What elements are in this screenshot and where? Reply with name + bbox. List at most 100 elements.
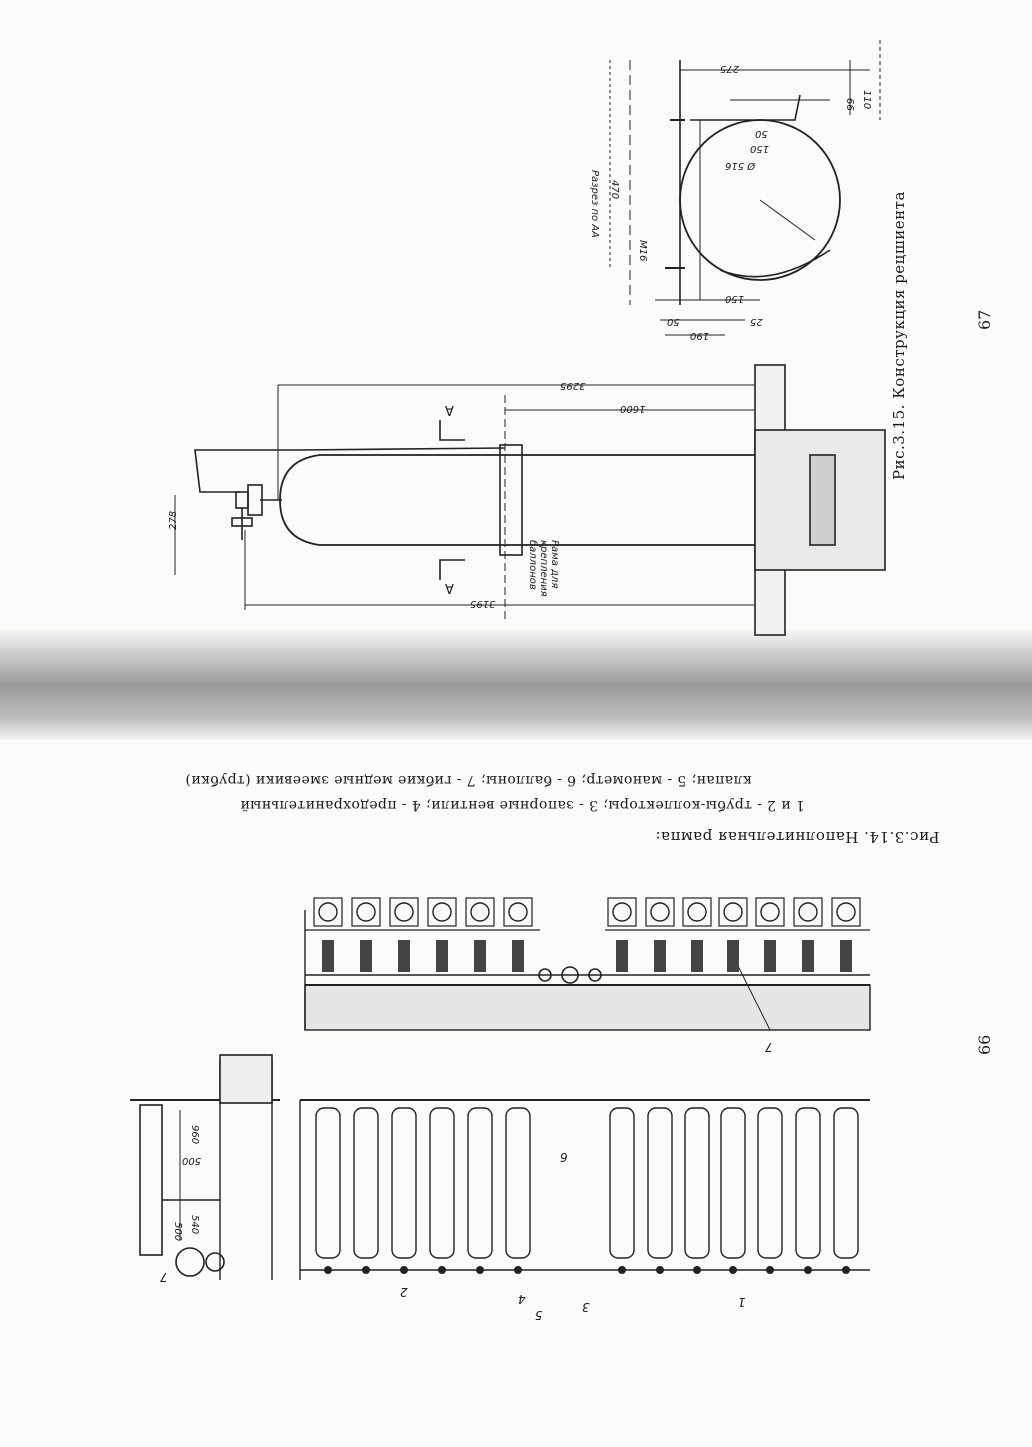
- gauge-frame: [503, 897, 533, 927]
- fig-3-15-caption: Рис.3.15. Конструкция рецшиента: [890, 191, 908, 480]
- gauge-head: [394, 902, 414, 922]
- dim-110: 110: [861, 90, 872, 110]
- dim-190: 190: [690, 330, 710, 341]
- dim-960: 960: [189, 1125, 200, 1145]
- gauge-head: [432, 902, 452, 922]
- gas-cylinder: [833, 1107, 859, 1259]
- cylinder-valve: [438, 1266, 446, 1274]
- gauge-frame: [427, 897, 457, 927]
- gauge-frame: [755, 897, 785, 927]
- gauge-head: [687, 902, 707, 922]
- gauge-head: [836, 902, 856, 922]
- cylinder-valve: [324, 1266, 332, 1274]
- ramp-cylinder-heads: [313, 897, 861, 972]
- section-mark-a-bottom: А: [445, 580, 454, 595]
- copper-coil: [802, 940, 814, 972]
- dim-1600: 1600: [620, 403, 646, 414]
- cylinder-valve: [693, 1266, 701, 1274]
- gas-cylinder: [647, 1107, 673, 1259]
- gauge-head: [470, 902, 490, 922]
- cylinder-valve: [476, 1266, 484, 1274]
- gas-cylinder: [720, 1107, 746, 1259]
- cylinder-valve: [362, 1266, 370, 1274]
- cylinder-valve: [804, 1266, 812, 1274]
- gas-cylinder: [315, 1107, 341, 1259]
- dim-500-lower: 500: [172, 1222, 183, 1242]
- callout-5: 5: [535, 1308, 543, 1322]
- callout-7-plan: 7: [765, 1040, 773, 1054]
- dim-3195: 3195: [470, 598, 496, 609]
- gas-cylinder: [353, 1107, 379, 1259]
- dim-50-bottom: 50: [667, 316, 680, 327]
- book-fold-shadow: [0, 630, 1032, 740]
- ramp-plan-drawing: [304, 910, 871, 1031]
- callout-3: 3: [582, 1300, 590, 1314]
- dim-25: 25: [750, 316, 763, 327]
- copper-coil: [691, 940, 703, 972]
- gauge-head: [723, 902, 743, 922]
- gauge-frame: [682, 897, 712, 927]
- section-aa-drawing: [609, 40, 881, 336]
- gas-cylinder: [609, 1107, 635, 1259]
- cylinder-valve: [729, 1266, 737, 1274]
- dim-66: 66: [844, 98, 855, 111]
- gas-cylinder: [391, 1107, 417, 1259]
- copper-coil: [727, 940, 739, 972]
- gauge-frame: [313, 897, 343, 927]
- fig-3-14-caption-line1: 1 и 2 - трубы-коллекторы; 3 - запорные в…: [240, 797, 805, 813]
- copper-coil: [322, 940, 334, 972]
- gauge-frame: [718, 897, 748, 927]
- copper-coil: [512, 940, 524, 972]
- dim-500: 500: [182, 1155, 202, 1166]
- gas-cylinder: [757, 1107, 783, 1259]
- receiver-drawing: [174, 364, 886, 636]
- gauge-frame: [645, 897, 675, 927]
- copper-coil: [398, 940, 410, 972]
- copper-coil: [436, 940, 448, 972]
- section-label: Разрез по АА: [589, 170, 600, 238]
- section-mark-a-top: А: [445, 402, 454, 417]
- gauge-frame: [351, 897, 381, 927]
- gauge-frame: [831, 897, 861, 927]
- gauge-frame: [607, 897, 637, 927]
- gauge-frame: [465, 897, 495, 927]
- fig-3-14-caption-line2: клапан; 5 - манометр; 6 - баллоны; 7 - г…: [185, 772, 752, 788]
- gauge-head: [760, 902, 780, 922]
- dim-3295: 3295: [560, 380, 586, 391]
- page-number-left: 66: [975, 1034, 994, 1055]
- gauge-head: [650, 902, 670, 922]
- copper-coil: [654, 940, 666, 972]
- dim-275: 275: [720, 63, 740, 74]
- dim-470: 470: [609, 180, 620, 200]
- gas-cylinder: [505, 1107, 531, 1259]
- cylinder-valve: [766, 1266, 774, 1274]
- fig-3-14-caption-title: Рис.3.14. Наполнительная рампа:: [655, 828, 940, 846]
- cylinder-valve: [842, 1266, 850, 1274]
- dim-50-top: 50: [755, 128, 768, 139]
- copper-coil: [474, 940, 486, 972]
- frame-label: Рама для крепления баллонов: [527, 540, 560, 597]
- dim-diameter: Ø 516: [725, 160, 756, 171]
- cylinder-valve: [400, 1266, 408, 1274]
- gas-cylinder: [429, 1107, 455, 1259]
- gas-cylinder: [795, 1107, 821, 1259]
- callout-1: 1: [738, 1295, 746, 1309]
- dim-m16: M16: [637, 240, 648, 262]
- cylinder-valve: [656, 1266, 664, 1274]
- copper-coil: [360, 940, 372, 972]
- copper-coil: [840, 940, 852, 972]
- cylinder-valve: [514, 1266, 522, 1274]
- dim-150-top: 150: [750, 143, 770, 154]
- gauge-head: [318, 902, 338, 922]
- callout-7-side: 7: [160, 1270, 168, 1284]
- page-number-right: 67: [975, 309, 994, 330]
- gas-cylinder: [467, 1107, 493, 1259]
- dim-278: 278: [168, 510, 179, 530]
- copper-coil: [764, 940, 776, 972]
- dim-540: 540: [189, 1215, 200, 1235]
- cylinder-valve: [618, 1266, 626, 1274]
- gauge-frame: [389, 897, 419, 927]
- gauge-head: [612, 902, 632, 922]
- copper-coil: [616, 940, 628, 972]
